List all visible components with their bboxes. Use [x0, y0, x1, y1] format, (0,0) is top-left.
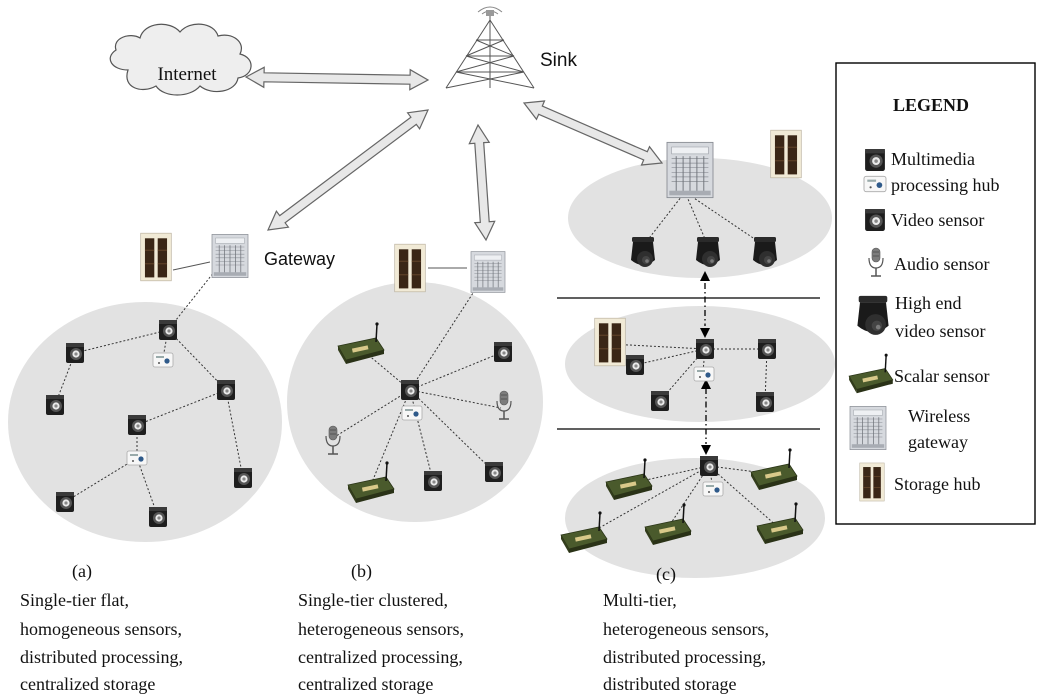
high-end-video-sensor-icon [753, 237, 777, 267]
caption-line: Single-tier flat, [20, 590, 129, 610]
video-sensor-icon [696, 339, 714, 359]
video-sensor-icon [217, 380, 235, 400]
video-sensor-icon [865, 209, 885, 231]
internet-label: Internet [157, 64, 217, 85]
caption-line: centralized processing, [298, 647, 463, 667]
multimedia-processing-hub-icon [126, 450, 148, 466]
video-sensor-icon [66, 343, 84, 363]
storage-hub-icon [770, 129, 802, 179]
inter-tier-arrowhead [701, 445, 711, 455]
caption-line: centralized storage [20, 674, 155, 694]
high-end-video-sensor-icon [857, 295, 889, 335]
caption-label: (c) [656, 564, 676, 585]
video-sensor-icon [56, 492, 74, 512]
sink-tower-icon [445, 6, 535, 89]
legend-title: LEGEND [893, 95, 969, 115]
storage-hub-icon [140, 232, 172, 282]
caption-c: (c) Multi-tier, heterogeneous sensors, d… [603, 564, 769, 694]
gateway-label: Gateway [264, 249, 335, 269]
multimedia-processing-hub-icon [693, 366, 715, 382]
caption-b: (b) Single-tier clustered, heterogeneous… [298, 561, 464, 694]
storage-hub-icon [394, 243, 426, 293]
legend-label: processing hub [891, 175, 999, 195]
caption-line: Single-tier clustered, [298, 590, 448, 610]
video-sensor-icon [128, 415, 146, 435]
caption-line: Multi-tier, [603, 590, 677, 610]
wireless-gateway-icon [470, 251, 506, 293]
caption-line: centralized storage [298, 674, 433, 694]
video-sensor-icon [865, 149, 885, 171]
wireless-gateway-icon [666, 141, 714, 199]
legend-label: High end [895, 293, 962, 313]
inter-tier-arrowhead [700, 328, 710, 338]
legend-label: Scalar sensor [894, 366, 989, 386]
caption-line: heterogeneous sensors, [298, 619, 464, 639]
caption-label: (b) [351, 561, 372, 582]
high-end-video-sensor-icon [696, 237, 720, 267]
video-sensor-icon [756, 392, 774, 412]
high-end-video-sensor-icon [631, 237, 655, 267]
video-sensor-icon [651, 391, 669, 411]
inter-tier-links [704, 283, 707, 444]
legend-label: Wireless [908, 406, 970, 426]
video-sensor-icon [494, 342, 512, 362]
multimedia-processing-hub-icon [863, 175, 887, 193]
caption-a: (a) Single-tier flat, homogeneous sensor… [20, 561, 183, 694]
inter-tier-arrowhead [701, 379, 711, 389]
caption-line: homogeneous sensors, [20, 619, 182, 639]
inter-tier-arrowhead [700, 271, 710, 281]
legend-label: gateway [908, 432, 968, 452]
video-sensor-icon [700, 456, 718, 476]
storage-hub-icon [594, 317, 626, 367]
caption-line: distributed storage [603, 674, 736, 694]
legend-label: Video sensor [891, 210, 984, 230]
multimedia-processing-hub-icon [152, 352, 174, 368]
wireless-gateway-icon [849, 405, 887, 451]
legend-label: Audio sensor [894, 254, 990, 274]
caption-label: (a) [72, 561, 92, 582]
video-sensor-icon [401, 380, 419, 400]
video-sensor-icon [758, 339, 776, 359]
wireless-links [244, 66, 664, 242]
video-sensor-icon [149, 507, 167, 527]
caption-line: distributed processing, [603, 647, 766, 667]
caption-line: distributed processing, [20, 647, 183, 667]
multimedia-processing-hub-icon [401, 405, 423, 421]
legend-label: Storage hub [894, 474, 980, 494]
internet-cloud [109, 23, 252, 96]
caption-line: heterogeneous sensors, [603, 619, 769, 639]
arrow-sink-gateway-b [468, 123, 496, 242]
storage-hub-icon [859, 462, 885, 502]
video-sensor-icon [234, 468, 252, 488]
sink-label: Sink [540, 50, 577, 71]
wireless-gateway-icon [211, 233, 249, 279]
cluster-b-ellipse [287, 282, 543, 522]
video-sensor-icon [626, 355, 644, 375]
legend-label: video sensor [895, 321, 985, 341]
legend-label: Multimedia [891, 149, 975, 169]
arrow-sink-gateway-a [267, 109, 429, 231]
video-sensor-icon [424, 471, 442, 491]
arrow-sink-gateway-c [522, 100, 664, 166]
video-sensor-icon [485, 462, 503, 482]
arrow-internet-sink [244, 66, 430, 91]
gateway-storage-link [172, 261, 211, 271]
multimedia-processing-hub-icon [702, 481, 724, 497]
video-sensor-icon [159, 320, 177, 340]
video-sensor-icon [46, 395, 64, 415]
